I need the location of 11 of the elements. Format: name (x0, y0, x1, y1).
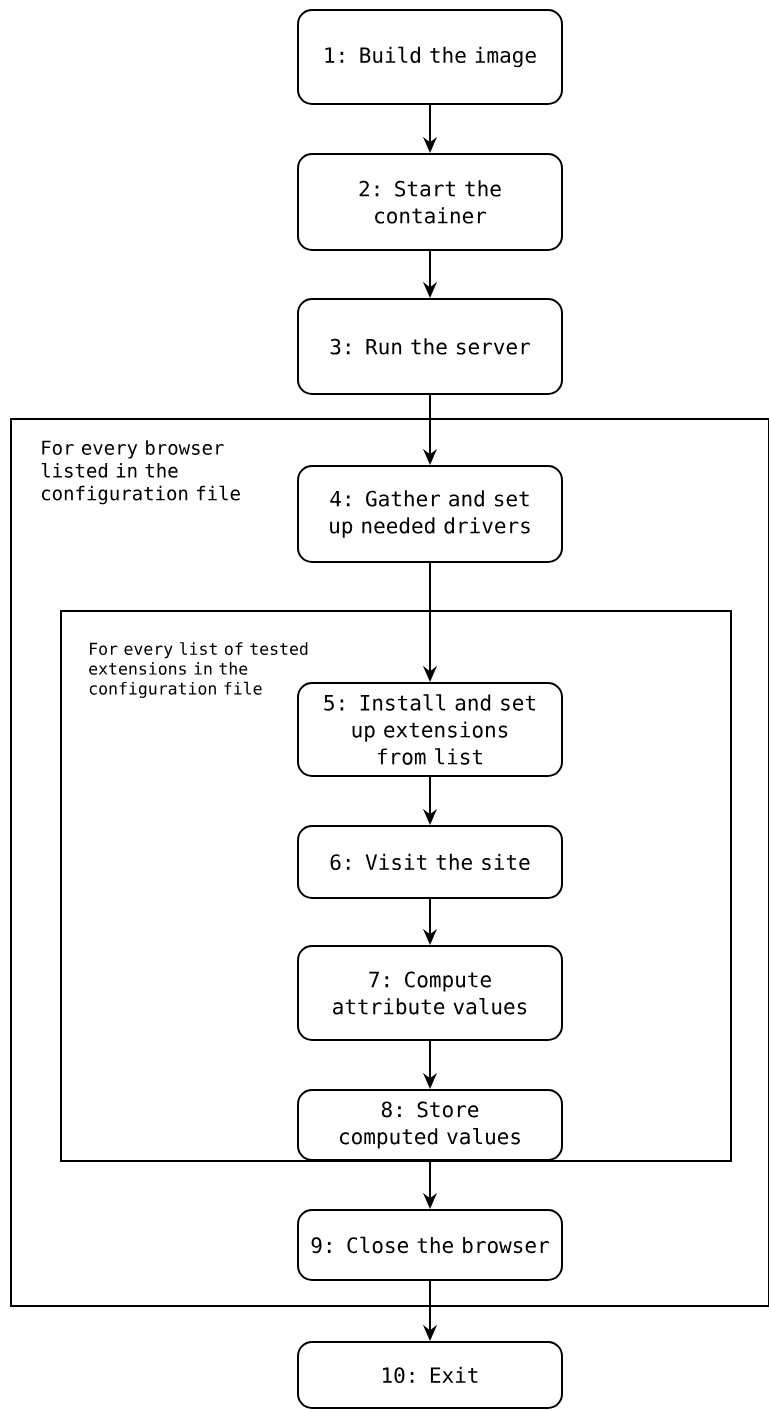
process-box: 7: Compute attribute values (297, 945, 563, 1041)
process-box: 5: Install and set up extensions from list (297, 682, 563, 777)
loop-label: For every browser listed in the configuration file (41, 440, 240, 505)
process-box: 8: Store computed values (297, 1089, 563, 1161)
process-box: 1: Build the image (297, 9, 563, 105)
process-box: 2: Start the container (297, 153, 563, 251)
process-box: 10: Exit (297, 1341, 563, 1409)
process-box: 6: Visit the site (297, 825, 563, 899)
process-box: 9: Close the browser (297, 1209, 563, 1281)
process-box: 4: Gather and set up needed drivers (297, 465, 563, 563)
process-box: 3: Run the server (297, 298, 563, 395)
